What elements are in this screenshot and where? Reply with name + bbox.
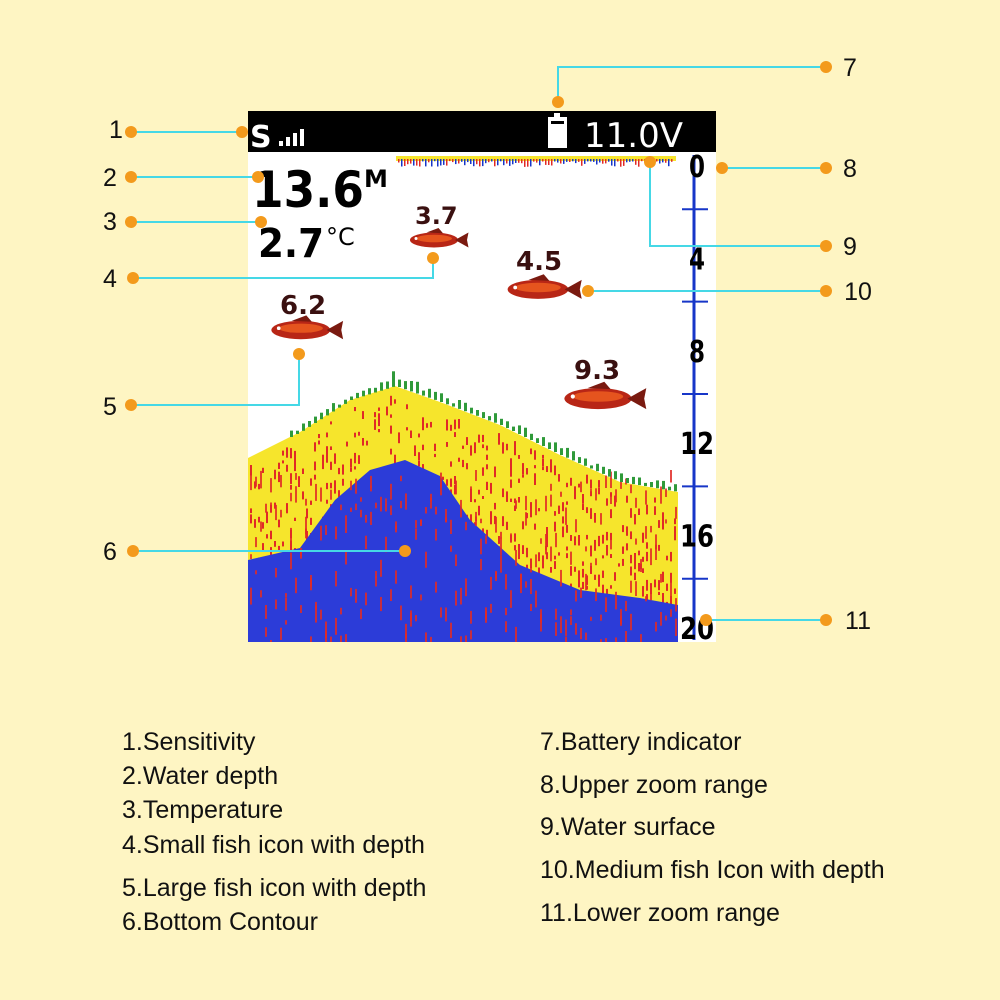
callout-dot <box>820 614 832 626</box>
callout-8: 8 <box>716 155 857 183</box>
callout-6: 6 <box>103 538 411 566</box>
legend-item-medium-fish: 10.Medium fish Icon with depth <box>540 856 885 884</box>
callout-number: 10 <box>844 278 872 306</box>
callout-dot <box>820 285 832 297</box>
callout-number: 6 <box>103 538 117 566</box>
callout-3: 3 <box>103 208 267 236</box>
temperature-unit: °C <box>326 223 355 251</box>
callout-dot <box>125 399 137 411</box>
callout-number: 8 <box>843 155 857 183</box>
callout-number: 3 <box>103 208 117 236</box>
callout-dot <box>127 272 139 284</box>
callout-dot <box>552 96 564 108</box>
callout-dot <box>820 162 832 174</box>
callout-line <box>649 162 826 247</box>
callout-7: 7 <box>552 54 857 108</box>
fish-depth-label: 4.5 <box>516 247 562 277</box>
fish-medium-4-5: 4.5 <box>507 247 582 299</box>
bottom-contour <box>248 371 678 642</box>
fish-icon <box>271 315 344 340</box>
callout-dot <box>252 171 264 183</box>
fish-icon <box>507 274 582 299</box>
depth-scale-label: 8 <box>689 335 705 370</box>
callout-number: 9 <box>843 233 857 261</box>
callout-1: 1 <box>109 116 248 144</box>
temperature-value: 2.7 <box>258 221 324 267</box>
depth-scale-label: 4 <box>689 242 705 277</box>
voltage-reading: 11.0V <box>584 116 683 156</box>
callout-line <box>131 354 300 406</box>
fish-depth-label: 6.2 <box>280 291 326 321</box>
callout-dot <box>700 614 712 626</box>
depth-scale-ticks <box>682 208 708 580</box>
callout-dot <box>236 126 248 138</box>
water-depth-value: 13.6 <box>252 161 364 219</box>
depth-scale-label: 12 <box>680 427 714 462</box>
callout-11: 11 <box>700 607 871 635</box>
callout-dot <box>255 216 267 228</box>
callout-number: 11 <box>845 607 871 635</box>
fish-icon <box>564 381 647 410</box>
legend-item-small-fish: 4.Small fish icon with depth <box>122 831 425 859</box>
callout-dot <box>427 252 439 264</box>
depth-scale-label: 16 <box>680 520 714 555</box>
legend-item-sensitivity: 1.Sensitivity <box>122 728 256 756</box>
callout-dot <box>125 126 137 138</box>
legend-item-lower-zoom-range: 11.Lower zoom range <box>540 899 780 927</box>
callout-dot <box>820 240 832 252</box>
callout-10: 10 <box>582 278 872 306</box>
legend-item-water-depth: 2.Water depth <box>122 762 279 790</box>
legend-item-water-surface: 9.Water surface <box>540 813 716 841</box>
fish-icon <box>410 228 469 248</box>
callout-dot <box>820 61 832 73</box>
fish-depth-label: 3.7 <box>415 202 458 230</box>
callout-dot <box>293 348 305 360</box>
sensitivity-label: S <box>250 120 272 155</box>
bottom-contour-streaks <box>250 470 677 642</box>
fish-large-9-3: 9.3 <box>564 356 647 410</box>
water-depth-unit: M <box>364 165 388 193</box>
fishfinder-screen: S 11.0V 13.6 M 2.7 °C 3.7 <box>248 111 716 647</box>
callout-number: 7 <box>843 54 857 82</box>
callout-number: 2 <box>103 164 117 192</box>
callout-dot <box>582 285 594 297</box>
depth-scale-panel <box>678 152 716 642</box>
sensitivity-bars-icon <box>279 129 304 146</box>
callout-number: 4 <box>103 265 117 293</box>
callout-dot <box>716 162 728 174</box>
callout-5: 5 <box>103 348 305 421</box>
water-surface <box>396 156 676 167</box>
callout-line <box>557 66 826 102</box>
status-bar <box>248 111 716 152</box>
depth-scale-label: 0 <box>689 150 705 185</box>
callout-number: 5 <box>103 393 117 421</box>
callout-9: 9 <box>644 156 857 261</box>
fish-depth-label: 9.3 <box>574 356 620 386</box>
fish-small-3-7: 3.7 <box>410 202 469 248</box>
bottom-vegetation <box>290 371 677 492</box>
legend-item-battery-indicator: 7.Battery indicator <box>540 728 742 756</box>
callout-4: 4 <box>103 252 439 293</box>
callout-dot <box>127 545 139 557</box>
legend-item-bottom-contour: 6.Bottom Contour <box>122 908 318 936</box>
legend-item-large-fish: 5.Large fish icon with depth <box>122 874 427 902</box>
callout-dot <box>644 156 656 168</box>
legend-item-temperature: 3.Temperature <box>122 796 284 824</box>
battery-icon <box>548 113 567 148</box>
legend-item-upper-zoom-range: 8.Upper zoom range <box>540 771 768 799</box>
callout-dot <box>125 171 137 183</box>
callout-2: 2 <box>103 164 264 192</box>
callout-dot <box>399 545 411 557</box>
callout-line <box>133 258 434 279</box>
fish-large-6-2: 6.2 <box>271 291 344 340</box>
callout-dot <box>125 216 137 228</box>
callout-number: 1 <box>109 116 123 144</box>
